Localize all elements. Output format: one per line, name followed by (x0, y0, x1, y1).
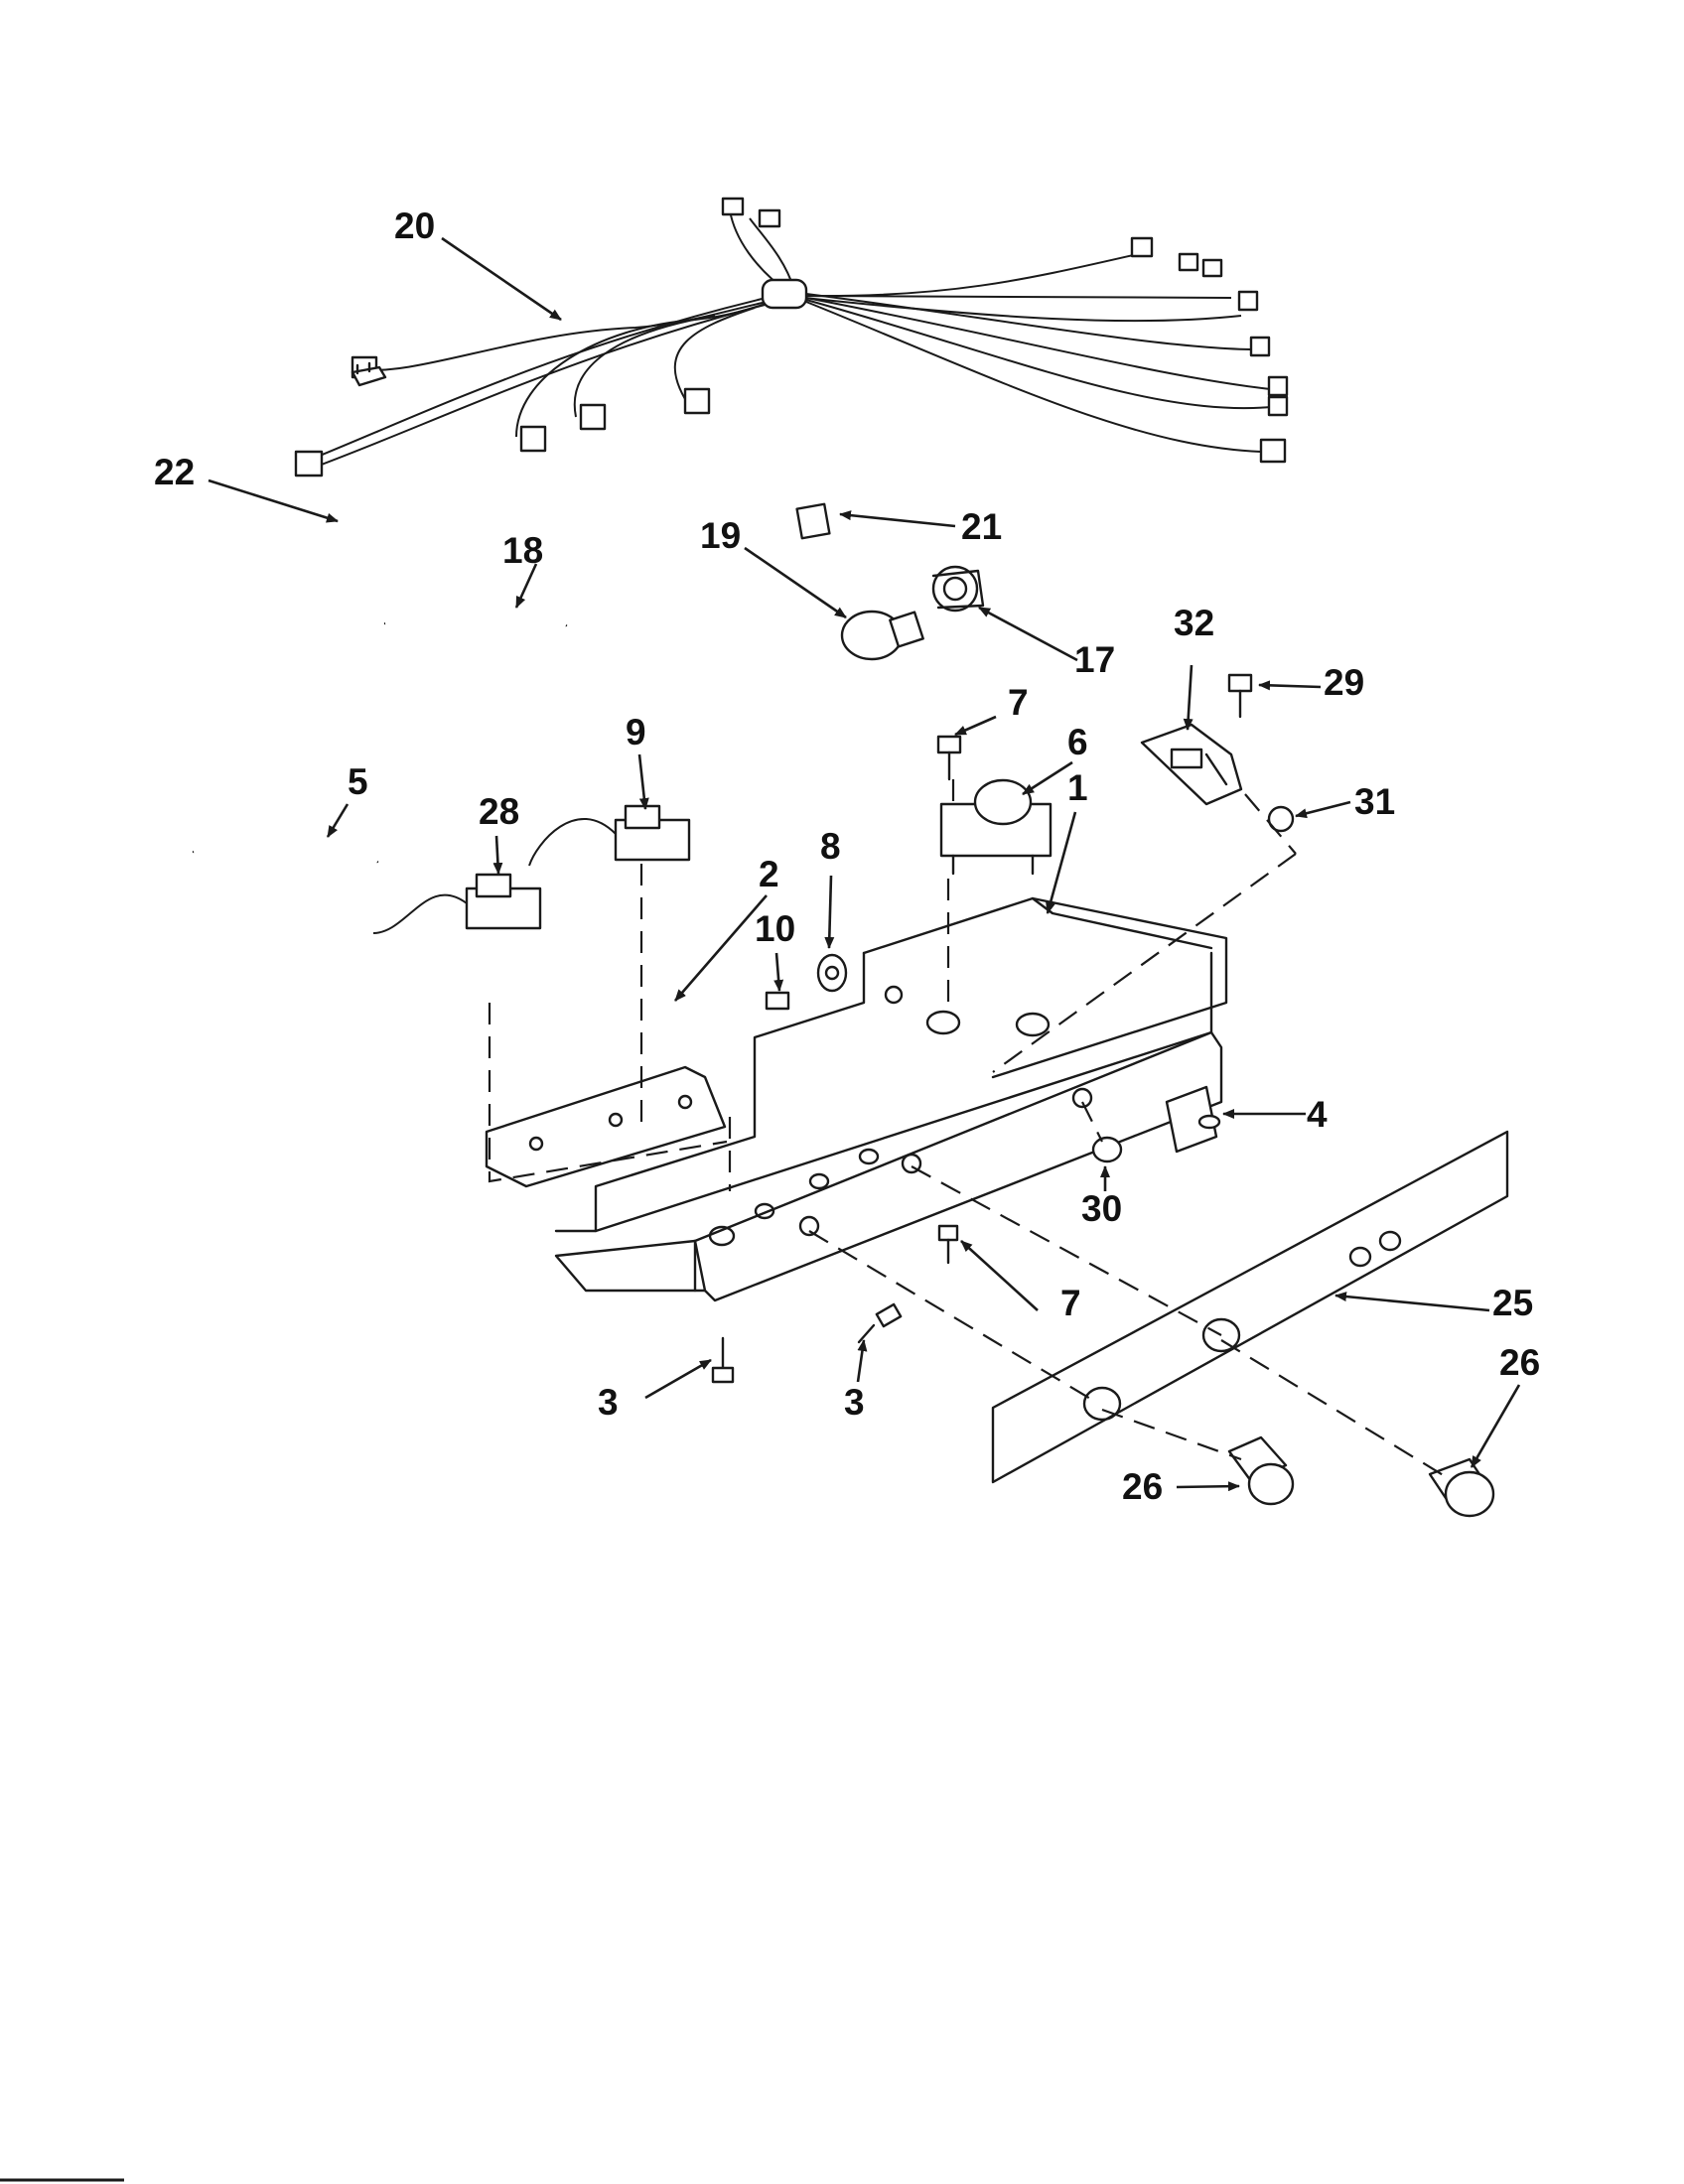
callout-3-left: 3 (598, 1382, 619, 1423)
wire-harness (294, 197, 1289, 478)
callout-6: 6 (1067, 722, 1088, 762)
knob-part-26-left (1227, 1435, 1295, 1506)
callout-1: 1 (1067, 767, 1088, 808)
screw-part-7-bottom (937, 1224, 959, 1265)
leader-arrows (208, 236, 1521, 1492)
light-socket-part-17 (931, 565, 985, 613)
socket-clip-part-21 (795, 502, 831, 540)
switch-part-28 (372, 873, 542, 934)
switch-part-4 (1165, 1085, 1221, 1154)
callout-31: 31 (1354, 781, 1395, 822)
control-panel-part-25 (991, 1130, 1509, 1484)
control-board-part-32 (1140, 723, 1243, 806)
callout-9: 9 (626, 712, 646, 752)
callout-17: 17 (1074, 639, 1115, 680)
timer-part-6 (939, 778, 1052, 876)
light-bulb-part-19 (840, 610, 924, 661)
switch-part-9 (528, 804, 691, 867)
callout-26-right: 26 (1499, 1342, 1540, 1383)
lamp-holder-part-8 (816, 953, 848, 993)
screw-part-10 (765, 991, 790, 1011)
tube-part-5 (192, 835, 379, 864)
callout-7-top: 7 (1008, 682, 1029, 723)
callout-28: 28 (479, 791, 519, 832)
callout-30: 30 (1081, 1188, 1122, 1229)
callout-32: 32 (1174, 603, 1214, 643)
screw-part-3-right (857, 1302, 903, 1344)
callout-10: 10 (755, 908, 795, 949)
screw-part-3-left (711, 1336, 735, 1384)
tube-part-18 (383, 608, 568, 627)
callout-labels: 20 22 18 21 19 17 32 29 7 6 9 5 28 31 1 … (154, 205, 1540, 1507)
callout-25: 25 (1492, 1283, 1533, 1323)
callout-21: 21 (961, 506, 1002, 547)
callout-8: 8 (820, 826, 841, 867)
callout-4: 4 (1307, 1094, 1328, 1135)
callout-26-left: 26 (1122, 1466, 1163, 1507)
callout-18: 18 (502, 530, 543, 571)
knob-part-26-right (1428, 1457, 1495, 1518)
clip-part-31 (1267, 805, 1295, 833)
callout-7-bottom: 7 (1060, 1283, 1081, 1323)
clip-part-22 (351, 361, 387, 387)
callout-19: 19 (700, 515, 741, 556)
screw-part-7-top (936, 735, 962, 781)
callout-3-right: 3 (844, 1382, 865, 1423)
front-rail (554, 1030, 1223, 1302)
callout-2: 2 (759, 854, 779, 894)
bracket-part-2 (485, 1065, 727, 1188)
callout-5: 5 (348, 761, 368, 802)
callout-22: 22 (154, 452, 195, 492)
callout-29: 29 (1324, 662, 1364, 703)
control-housing-part-1 (554, 896, 1228, 1233)
assembly-guide-lines (488, 779, 1451, 1480)
callout-20: 20 (394, 205, 435, 246)
screw-part-29 (1227, 673, 1253, 719)
button-part-30 (1091, 1136, 1123, 1163)
